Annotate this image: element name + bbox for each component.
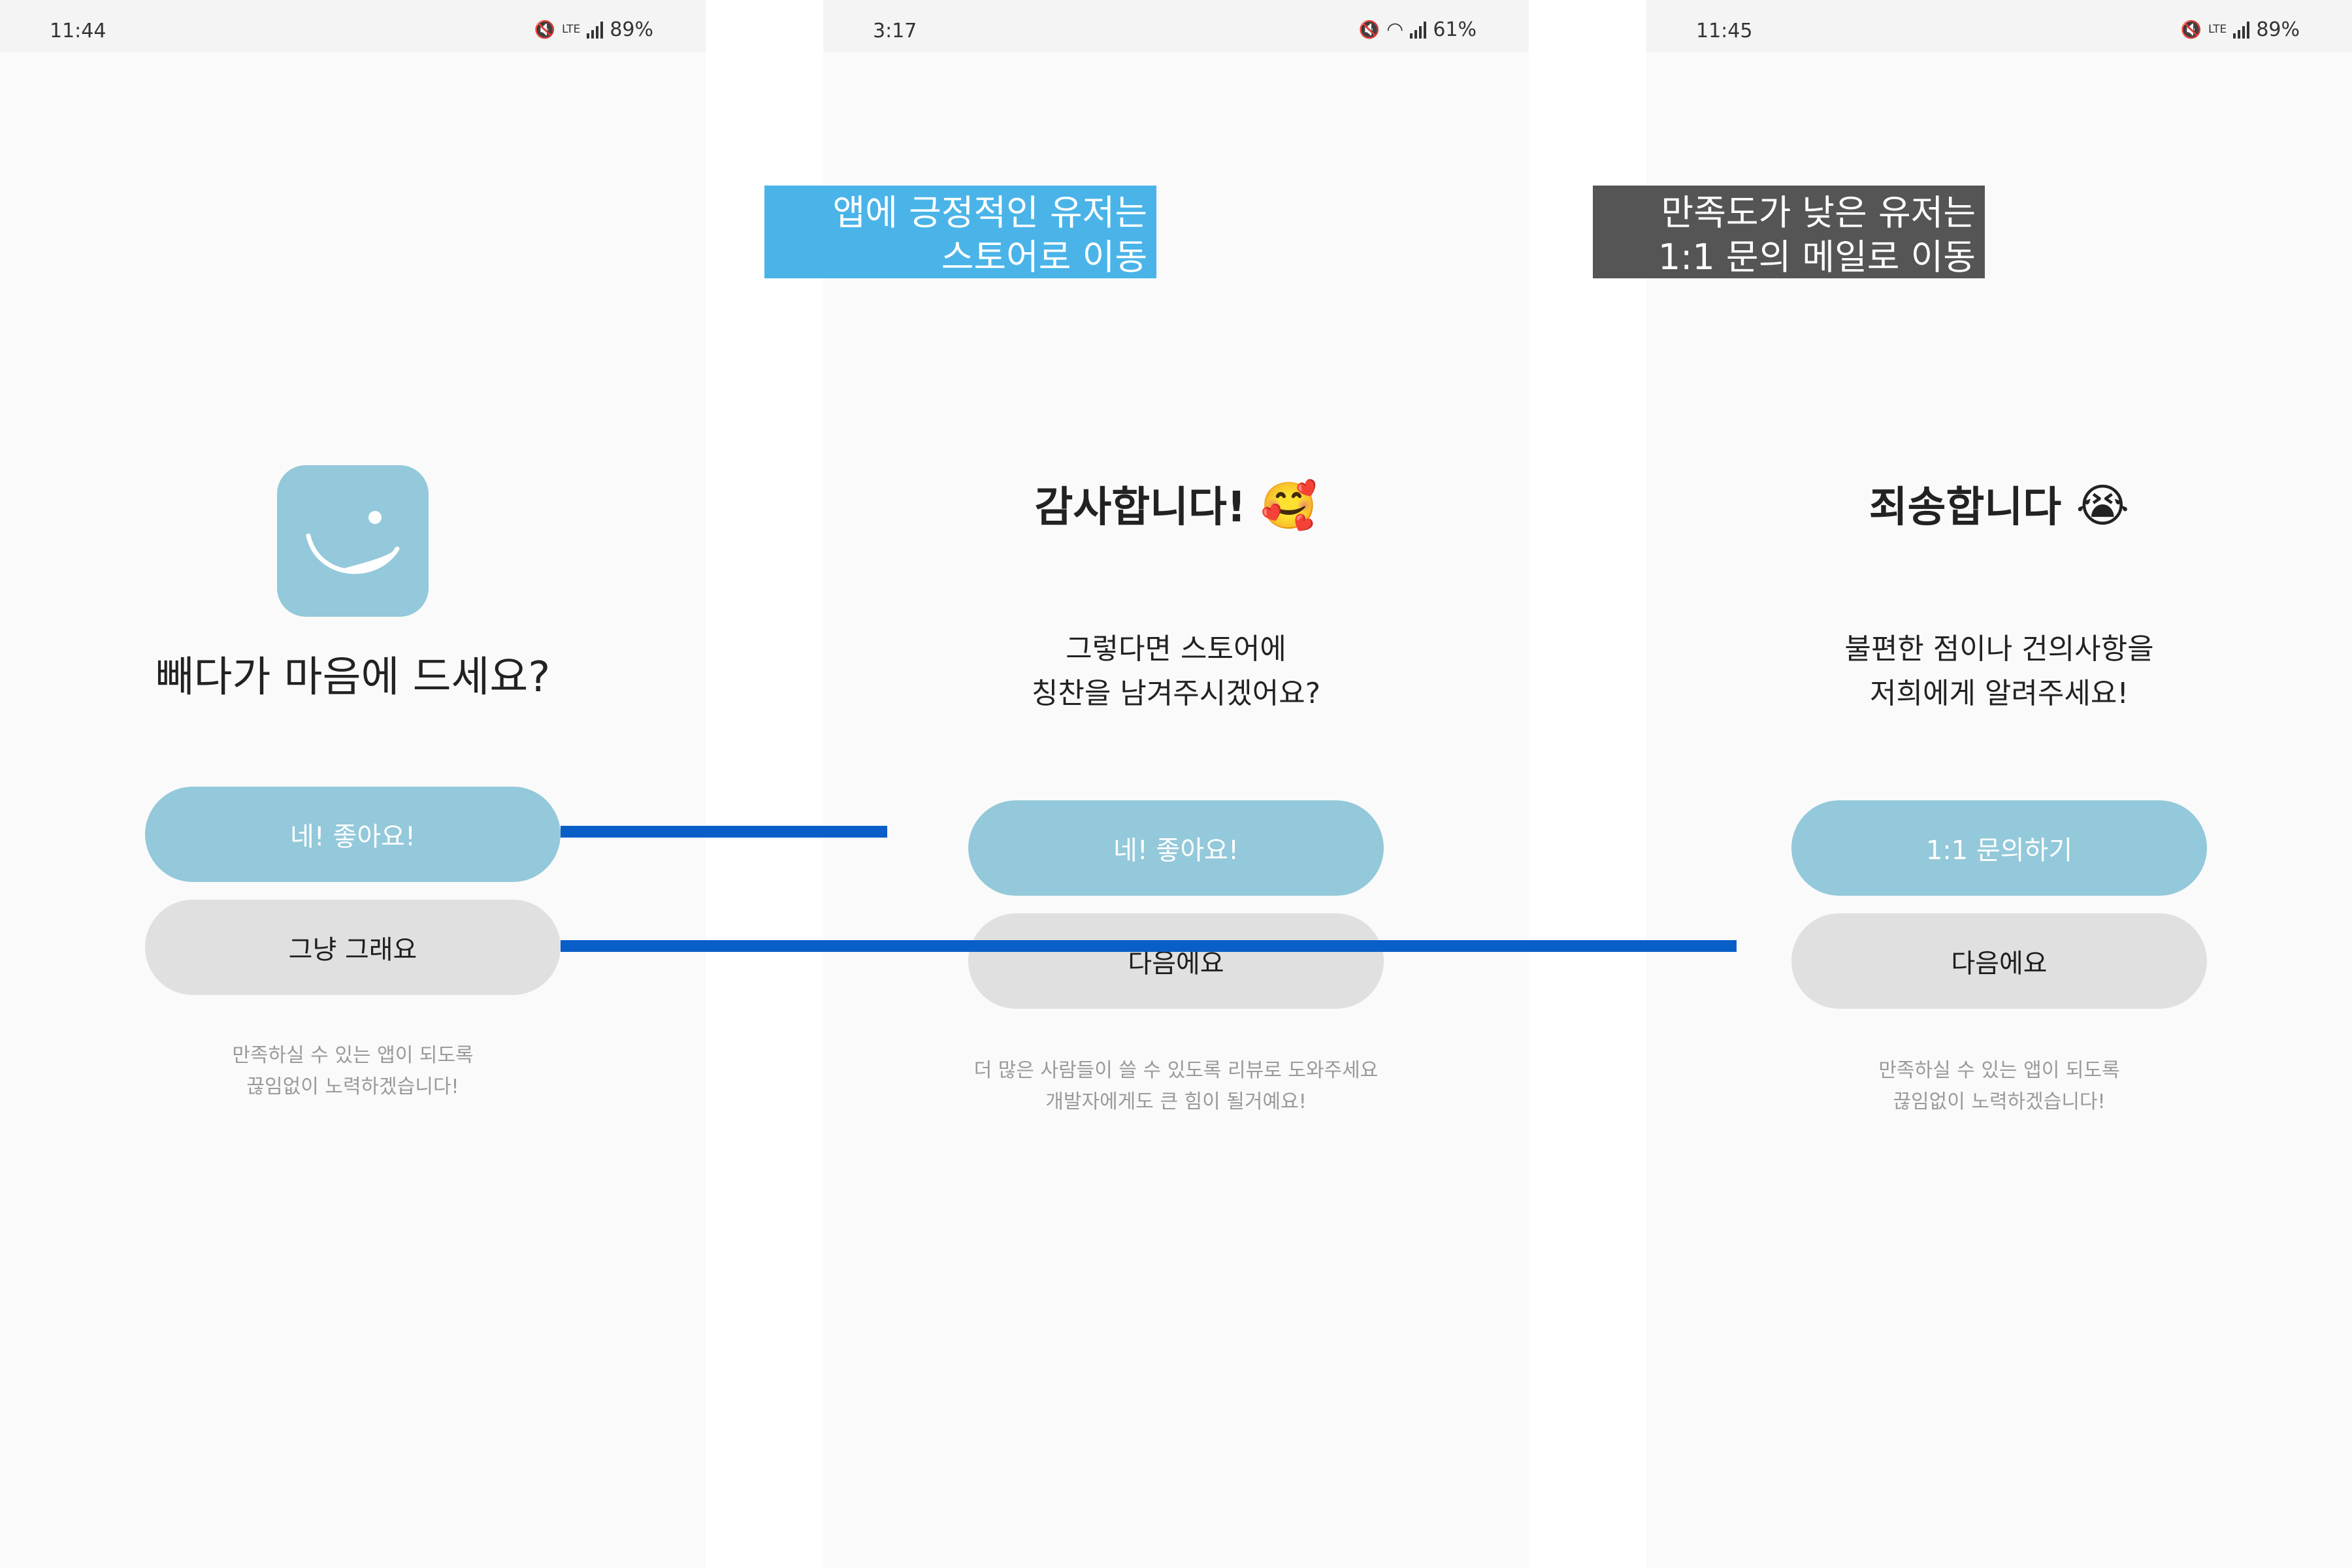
caption-line: 만족도가 낮은 유저는 <box>1661 192 1976 233</box>
footer-note: 만족하실 수 있는 앱이 되도록 끊임없이 노력하겠습니다! <box>1646 1055 2352 1118</box>
mute-icon: 🔇 <box>2180 20 2202 40</box>
title-text: 감사합니다! <box>1034 483 1247 532</box>
signal-icon <box>2233 21 2250 39</box>
footer-note: 만족하실 수 있는 앱이 되도록 끊임없이 노력하겠습니다! <box>0 1040 706 1103</box>
title-text: 죄송합니다 <box>1869 483 2062 532</box>
later-button[interactable]: 다음에요 <box>1791 913 2207 1009</box>
subtitle-line: 저희에게 알려주세요! <box>1870 677 2129 710</box>
smile-logo-icon <box>277 465 429 617</box>
status-bar: 3:17 🔇 ◠ 61% <box>823 0 1529 52</box>
network-type: LTE <box>562 23 581 36</box>
connector-to-sorry <box>561 940 1737 952</box>
review-button[interactable]: 네! 좋아요! <box>968 800 1384 896</box>
footer-note: 더 많은 사람들이 쓸 수 있도록 리뷰로 도와주세요 개발자에게도 큰 힘이 … <box>823 1055 1529 1118</box>
page-title: 빼다가 마음에 드세요? <box>155 653 551 702</box>
contact-button[interactable]: 1:1 문의하기 <box>1791 800 2207 896</box>
like-button[interactable]: 네! 좋아요! <box>145 787 561 882</box>
crying-face-icon: 😭 <box>2076 479 2130 532</box>
so-so-button[interactable]: 그냥 그래요 <box>145 900 561 995</box>
network-type: LTE <box>2208 23 2227 36</box>
caption-line: 스토어로 이동 <box>941 237 1147 278</box>
status-icons: 🔇 LTE 89% <box>534 18 653 41</box>
status-bar: 11:45 🔇 LTE 89% <box>1646 0 2352 52</box>
subtitle-line: 그렇다면 스토어에 <box>1066 632 1286 666</box>
status-time: 11:45 <box>1696 20 1753 42</box>
page-title: 감사합니다! 🥰 <box>823 474 1529 534</box>
battery-level: 89% <box>2256 18 2300 41</box>
mute-icon: 🔇 <box>534 20 556 40</box>
mute-icon: 🔇 <box>1358 20 1380 40</box>
footer-line: 더 많은 사람들이 쓸 수 있도록 리뷰로 도와주세요 <box>973 1059 1379 1082</box>
status-icons: 🔇 ◠ 61% <box>1359 18 1477 41</box>
footer-line: 만족하실 수 있는 앱이 되도록 <box>232 1044 474 1067</box>
caption-positive: 앱에 긍정적인 유저는 스토어로 이동 <box>764 186 1156 278</box>
caption-negative: 만족도가 낮은 유저는 1:1 문의 메일로 이동 <box>1593 186 1985 278</box>
caption-line: 1:1 문의 메일로 이동 <box>1658 237 1976 278</box>
signal-icon <box>587 21 604 39</box>
smiling-hearts-icon: 🥰 <box>1260 479 1318 532</box>
status-icons: 🔇 LTE 89% <box>2181 18 2300 41</box>
status-time: 11:44 <box>50 20 106 42</box>
subtitle-line: 칭찬을 남겨주시겠어요? <box>1031 677 1321 710</box>
connector-to-thanks <box>561 826 887 838</box>
subtitle: 불편한 점이나 건의사항을 저희에게 알려주세요! <box>1646 627 2352 716</box>
signal-icon <box>1410 21 1427 39</box>
status-bar: 11:44 🔇 LTE 89% <box>0 0 706 52</box>
footer-line: 끊임없이 노력하겠습니다! <box>246 1075 459 1098</box>
status-time: 3:17 <box>873 20 917 42</box>
footer-line: 끊임없이 노력하겠습니다! <box>1893 1090 2106 1113</box>
caption-line: 앱에 긍정적인 유저는 <box>832 192 1147 233</box>
battery-level: 89% <box>610 18 653 41</box>
later-button[interactable]: 다음에요 <box>968 913 1384 1009</box>
subtitle: 그렇다면 스토어에 칭찬을 남겨주시겠어요? <box>823 627 1529 716</box>
footer-line: 개발자에게도 큰 힘이 될거예요! <box>1045 1090 1307 1113</box>
screen-thanks: 3:17 🔇 ◠ 61% 감사합니다! 🥰 그렇다면 스토어에 칭찬을 남겨주시… <box>823 0 1529 1568</box>
battery-level: 61% <box>1433 18 1477 41</box>
footer-line: 만족하실 수 있는 앱이 되도록 <box>1878 1059 2120 1082</box>
wifi-icon: ◠ <box>1386 18 1404 41</box>
page-title: 죄송합니다 😭 <box>1646 474 2352 534</box>
subtitle-line: 불편한 점이나 건의사항을 <box>1844 632 2154 666</box>
screen-rating-prompt: 11:44 🔇 LTE 89% 빼다가 마음에 드세요? 네! 좋아요! 그냥 … <box>0 0 706 1568</box>
